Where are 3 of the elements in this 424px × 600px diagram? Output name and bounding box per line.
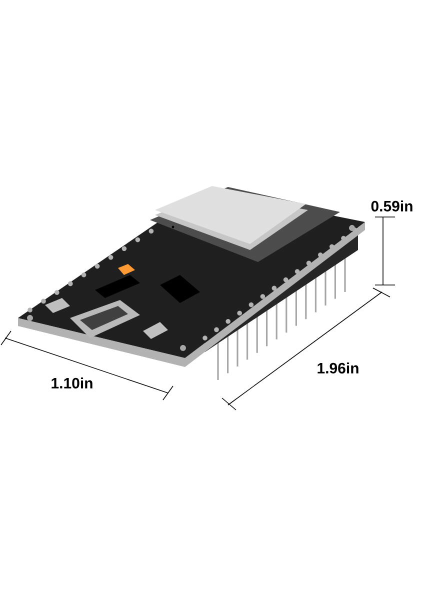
dimension-label: 1.96in — [318, 362, 358, 374]
dimension-label: 1.10in — [52, 378, 92, 388]
dimension-label: 0.59in — [371, 200, 412, 212]
